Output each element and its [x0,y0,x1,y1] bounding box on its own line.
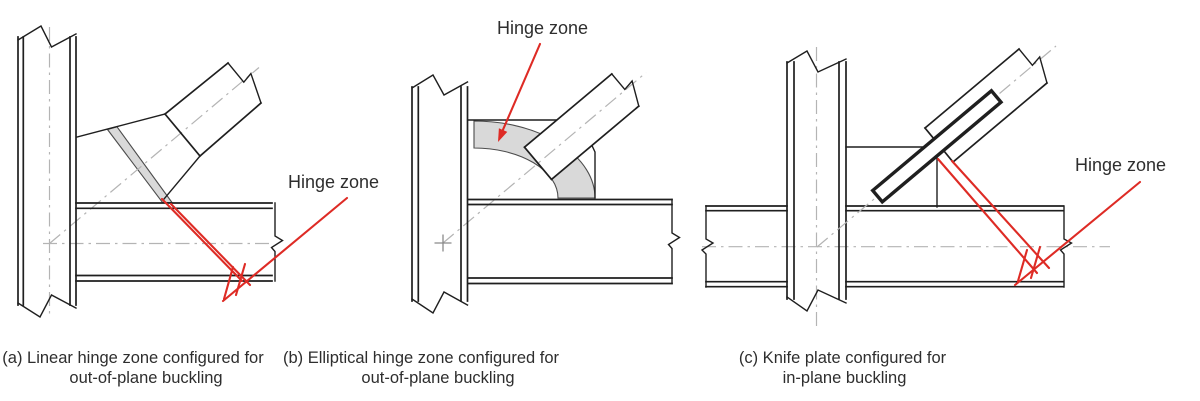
hinge-zone-annotation: Hinge zone [497,18,588,142]
caption-line-2: out-of-plane buckling [69,369,222,387]
brace [523,72,640,181]
gusset-plate [845,146,938,208]
beam [467,198,681,285]
hinge-zone-annotation: Hinge zone [160,172,379,303]
caption: (a) Linear hinge zone configured for out… [2,349,264,387]
linear-hinge-zone-strip [106,126,174,204]
column [411,74,469,315]
hinge-zone-annotation: Hinge zone [936,155,1166,287]
caption-line-1: (a) Linear hinge zone configured for [2,349,264,367]
brace-break-icon [610,72,640,107]
brace-centerline [49,67,260,244]
hinge-arrowhead-icon [498,128,508,142]
brace-end-cut-line [523,146,553,181]
beam-flange-lines [467,198,673,285]
beam [700,205,1073,288]
panel-c: Hinge zone (c) Knife plate configured fo… [700,45,1166,387]
brace-body-fill [524,73,639,180]
brace [163,61,263,158]
caption-line-1: (c) Knife plate configured for [739,349,947,367]
beam-flange-lines [705,205,1064,288]
work-point-cross-icon [434,234,452,252]
hinge-tick-mark-1 [1016,248,1029,283]
brace-side-lines [923,47,1049,164]
column-flange-lines [17,36,77,306]
brace-side-lines [163,61,263,158]
caption-line-2: in-plane buckling [783,369,907,387]
hinge-boundary-line-2 [169,202,252,287]
column [17,25,77,318]
hinge-boundary-line-1 [936,157,1039,275]
caption: (c) Knife plate configured for in-plane … [739,349,947,387]
beam-left-end-break-icon [700,205,715,288]
column-flange-lines [411,86,469,302]
beam-end-break-icon [270,202,284,282]
column-flange-lines [786,61,847,300]
caption-line-2: out-of-plane buckling [361,369,514,387]
hinge-zone-label: Hinge zone [497,18,588,38]
hinge-tick-mark-2 [1029,245,1042,280]
brace [923,47,1049,164]
gusset-top-edge [76,113,166,138]
knife-plate [870,88,1004,205]
brace-break-icon [227,62,262,104]
hinge-leader-line [1013,180,1142,287]
gusset-plate [76,113,201,200]
brace-break-icon [1018,48,1048,84]
hinge-boundary-line-2 [950,159,1051,270]
column-top-break-icon [786,50,847,73]
column-top-break-icon [411,74,469,96]
brace-side-lines [523,72,640,181]
gusset-right-edge [163,155,201,200]
panel-b: Hinge zone (b) Elliptical hinge zone con… [283,18,681,387]
hinge-leader-line [221,196,349,303]
beam-end-break-icon [667,198,681,285]
panel-a: Hinge zone (a) Linear hinge zone configu… [2,25,379,387]
caption-line-1: (b) Elliptical hinge zone configured for [283,349,560,367]
beam [75,202,284,282]
brace-end-cut-line [163,112,202,158]
column-bottom-break-icon [17,294,77,318]
beam-right-end-break-icon [1059,205,1073,288]
caption: (b) Elliptical hinge zone configured for… [283,349,560,387]
hinge-arrow-line [500,42,542,134]
hinge-zone-label: Hinge zone [288,172,379,192]
hinge-zone-label: Hinge zone [1075,155,1166,175]
column-bottom-break-icon [786,289,847,313]
column-top-break-icon [17,25,77,48]
column-bottom-break-icon [411,291,469,315]
hinge-tick-mark-1 [222,265,235,301]
brace-centerline [442,72,647,244]
column [786,50,847,313]
hinge-boundary-line-1 [160,197,244,283]
brace-body-fill [165,63,261,156]
